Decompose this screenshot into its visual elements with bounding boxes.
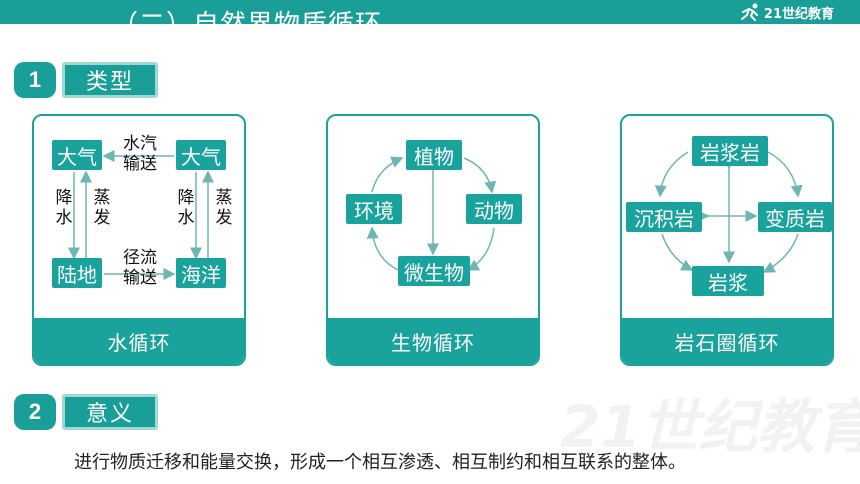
node-microbe: 微生物 (398, 256, 470, 286)
water-cycle-title: 水循环 (34, 318, 244, 364)
section-title: 类型 (62, 62, 158, 98)
node-animal: 动物 (466, 194, 522, 224)
label-line: 蒸 (215, 188, 233, 208)
label-evaporation-right: 蒸 发 (214, 188, 234, 228)
label-line: 水汽 (123, 134, 157, 154)
node-magmatic-rock: 岩浆岩 (692, 136, 768, 166)
section-title: 意义 (62, 394, 158, 430)
label-evaporation-left: 蒸 发 (92, 188, 112, 228)
node-ocean: 海洋 (176, 258, 226, 288)
brand-logo: 21世纪教育 (740, 2, 834, 22)
label-line: 发 (215, 208, 233, 228)
node-plant: 植物 (406, 140, 462, 170)
label-line: 水 (55, 208, 73, 228)
label-line: 降 (55, 188, 73, 208)
watermark: 21世纪教育 (560, 393, 860, 461)
label-precipitation-left: 降 水 (54, 188, 74, 228)
bio-cycle-arrows (366, 156, 497, 271)
label-runoff-transport: 径流 输送 (120, 248, 160, 288)
label-line: 输送 (123, 154, 157, 174)
meaning-description: 进行物质迁移和能量交换，形成一个相互渗透、相互制约和相互联系的整体。 (74, 452, 686, 473)
water-cycle-panel: 大气 大气 陆地 海洋 水汽 输送 径流 输送 降 水 蒸 发 降 水 蒸 发 … (32, 114, 246, 366)
rock-cycle-panel: 岩浆岩 沉积岩 变质岩 岩浆 岩石圈循环 (620, 114, 834, 366)
rock-cycle-arrows (654, 151, 803, 273)
label-precipitation-right: 降 水 (176, 188, 196, 228)
label-vapor-transport: 水汽 输送 (120, 134, 160, 174)
rock-cycle-title: 岩石圈循环 (622, 318, 832, 364)
bio-cycle-title: 生物循环 (328, 318, 538, 364)
node-land: 陆地 (52, 258, 102, 288)
top-banner: （二）自然界物质循环 21世纪教育 (0, 0, 860, 24)
runner-logo-icon (740, 3, 758, 21)
section-number-badge: 1 (14, 62, 56, 98)
node-magma: 岩浆 (692, 266, 764, 296)
label-line: 径流 (123, 248, 157, 268)
bio-cycle-panel: 植物 动物 微生物 环境 生物循环 (326, 114, 540, 366)
node-sedimentary-rock: 沉积岩 (626, 202, 702, 232)
label-line: 降 (177, 188, 195, 208)
section-number-badge: 2 (14, 394, 56, 430)
label-line: 水 (177, 208, 195, 228)
node-atmosphere-left: 大气 (52, 140, 102, 170)
page-title: （二）自然界物质循环 (112, 4, 382, 24)
logo-text: 21世纪教育 (763, 6, 834, 22)
label-line: 输送 (123, 268, 157, 288)
node-atmosphere-right: 大气 (176, 140, 226, 170)
node-environment: 环境 (346, 194, 402, 224)
label-line: 发 (93, 208, 111, 228)
water-cycle-arrows (68, 150, 214, 280)
label-line: 蒸 (93, 188, 111, 208)
node-metamorphic-rock: 变质岩 (758, 202, 832, 232)
